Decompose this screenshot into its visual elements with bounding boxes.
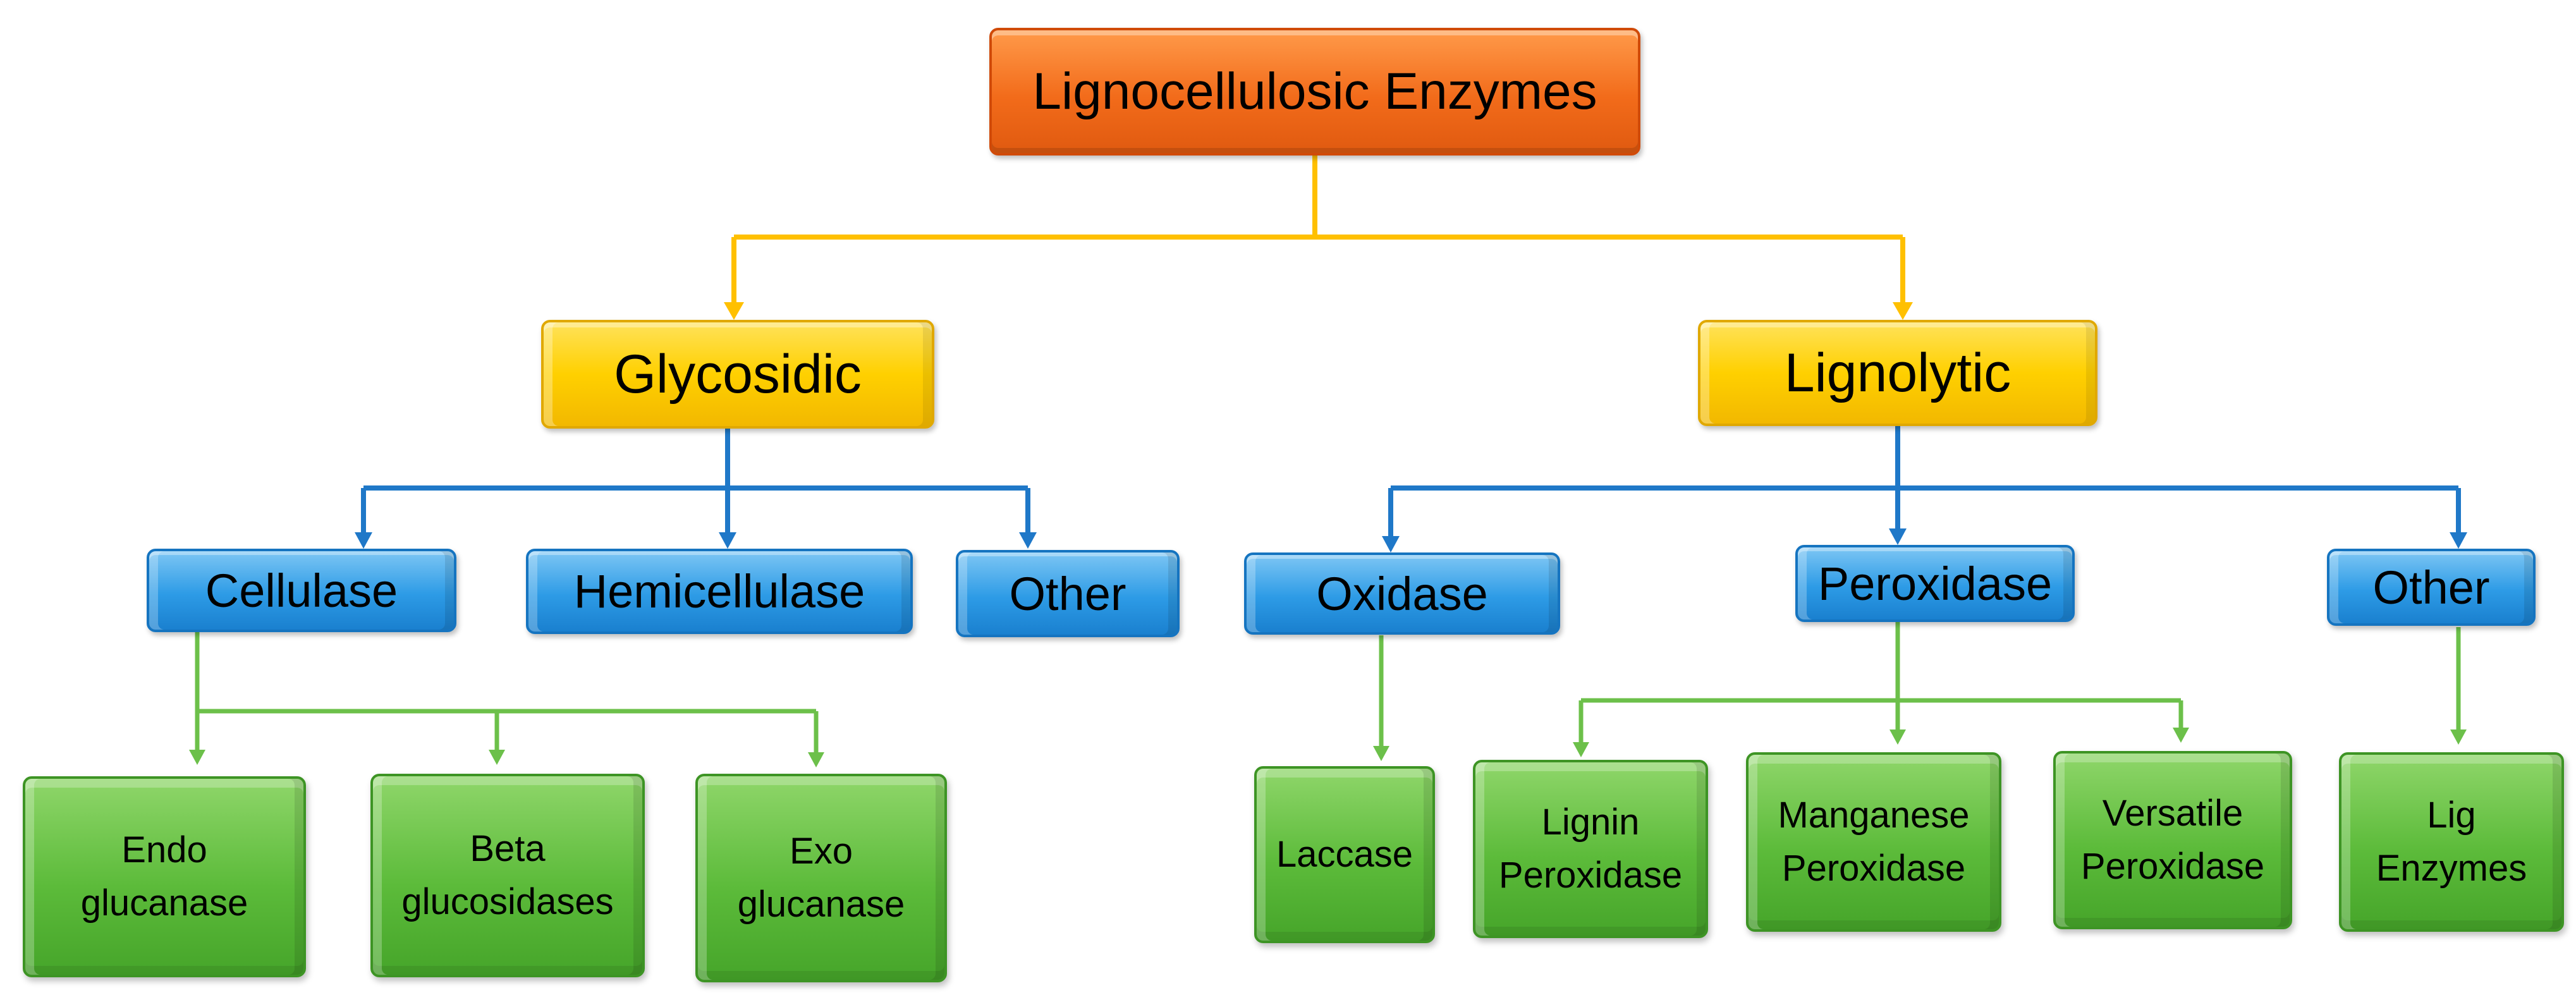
beta-glucosidases-line1: Beta — [470, 827, 546, 869]
peroxidase-node: Peroxidase — [1795, 545, 2075, 622]
lig-enzymes-line1: Lig — [2427, 794, 2476, 836]
endo-glucanase-line2: glucanase — [80, 882, 248, 924]
versatile-peroxidase-line1: Versatile — [2102, 792, 2243, 834]
root-node: Lignocellulosic Enzymes — [989, 28, 1640, 156]
laccase-node: Laccase — [1254, 766, 1435, 943]
glycosidic-other-node: Other — [956, 550, 1180, 637]
lignin-peroxidase-line1: Lignin — [1541, 801, 1640, 843]
level3-connector — [195, 619, 2461, 755]
lignolytic-other-node-label: Other — [2372, 561, 2490, 614]
oxidase-node: Oxidase — [1244, 552, 1560, 635]
exo-glucanase-line2: glucanase — [737, 884, 905, 925]
glycosidic-node-label: Glycosidic — [614, 343, 862, 405]
level2-connector-arrowheads — [355, 528, 2467, 552]
beta-glucosidases-line2: glucosidases — [401, 881, 614, 922]
lignolytic-node-label: Lignolytic — [1784, 342, 2011, 403]
laccase-line1: Laccase — [1276, 833, 1413, 875]
hemicellulase-node: Hemicellulase — [526, 549, 913, 634]
endo-glucanase-line1: Endo — [121, 829, 207, 870]
lignolytic-other-node: Other — [2327, 549, 2536, 626]
root-connector — [731, 155, 1905, 305]
root-connector-arrowheads — [724, 302, 1913, 320]
glycosidic-node: Glycosidic — [541, 320, 934, 429]
endo-glucanase-node: Endo glucanase — [23, 776, 306, 977]
manganese-peroxidase-line2: Peroxidase — [1781, 848, 1966, 889]
cellulase-node: Cellulase — [147, 549, 456, 632]
manganese-peroxidase-line1: Manganese — [1778, 794, 1970, 836]
peroxidase-node-label: Peroxidase — [1817, 557, 2053, 610]
glycosidic-other-node-label: Other — [1009, 567, 1126, 620]
hemicellulase-node-label: Hemicellulase — [573, 565, 865, 618]
versatile-peroxidase-line2: Peroxidase — [2080, 846, 2265, 887]
lignin-peroxidase-line2: Peroxidase — [1498, 855, 1683, 896]
oxidase-node-label: Oxidase — [1316, 567, 1488, 620]
exo-glucanase-node: Exo glucanase — [695, 774, 947, 982]
versatile-peroxidase-node: Versatile Peroxidase — [2053, 751, 2292, 929]
cellulase-node-label: Cellulase — [205, 564, 398, 617]
lig-enzymes-node: Lig Enzymes — [2339, 752, 2564, 932]
level3-connector-arrowheads — [189, 728, 2467, 767]
manganese-peroxidase-node: Manganese Peroxidase — [1746, 752, 2001, 932]
lignolytic-node: Lignolytic — [1698, 320, 2097, 426]
lignin-peroxidase-node: Lignin Peroxidase — [1473, 760, 1708, 938]
exo-glucanase-line1: Exo — [790, 830, 853, 872]
lig-enzymes-line2: Enzymes — [2376, 848, 2527, 889]
root-node-label: Lignocellulosic Enzymes — [1032, 63, 1597, 120]
level2-connector — [361, 425, 2461, 539]
beta-glucosidases-node: Beta glucosidases — [370, 774, 645, 977]
